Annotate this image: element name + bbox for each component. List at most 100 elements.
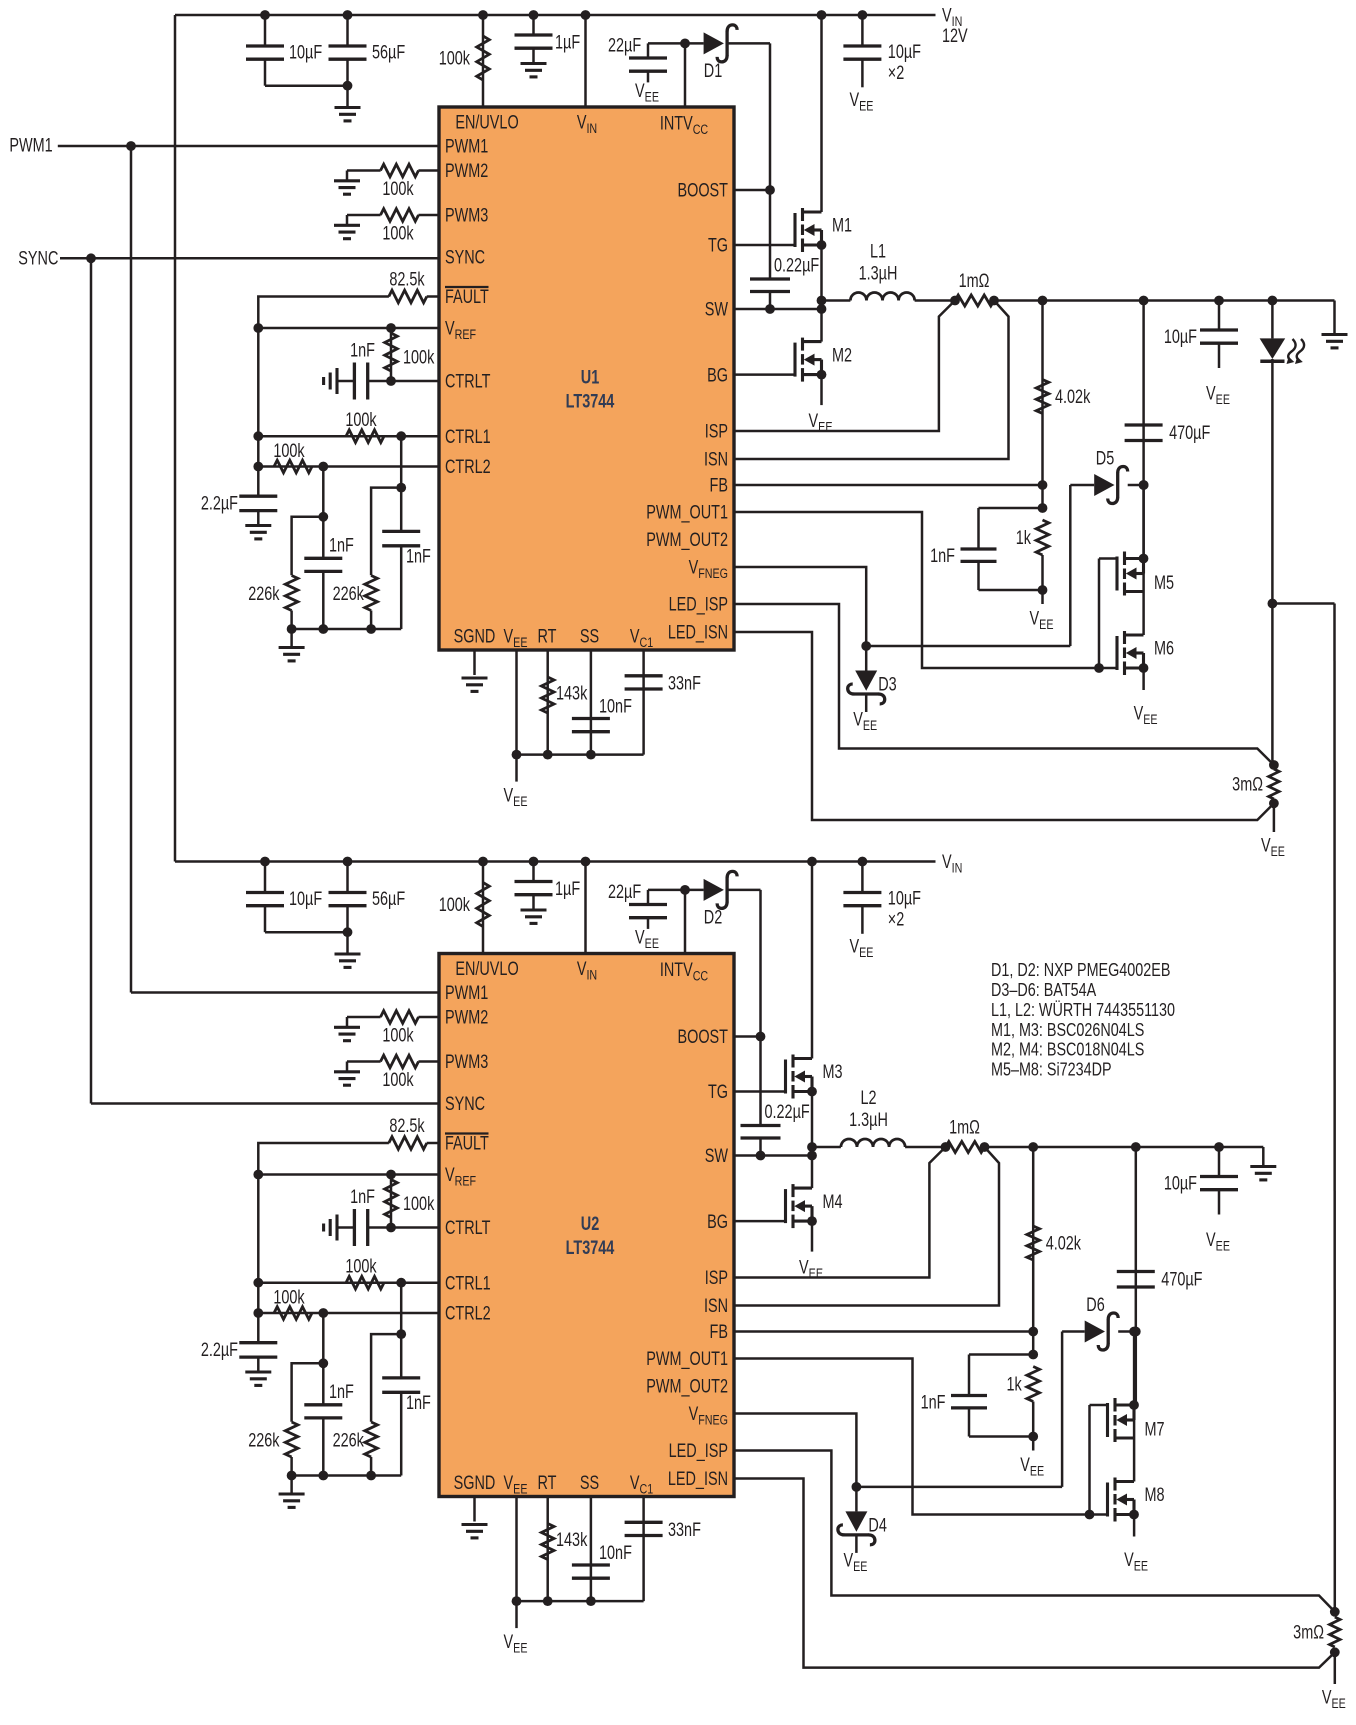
- svg-text:CTRLT: CTRLT: [445, 371, 490, 392]
- svg-text:100k: 100k: [439, 48, 471, 69]
- svg-text:U1: U1: [581, 367, 599, 388]
- svg-text:M1, M3: BSC026N04LS: M1, M3: BSC026N04LS: [991, 1020, 1144, 1040]
- svg-text:ISP: ISP: [705, 1267, 728, 1288]
- svg-text:82.5k: 82.5k: [389, 1115, 425, 1136]
- svg-text:1nF: 1nF: [329, 1381, 354, 1402]
- svg-text:D3: D3: [878, 674, 896, 695]
- svg-text:M5: M5: [1154, 572, 1174, 593]
- svg-text:SYNC: SYNC: [445, 247, 485, 268]
- svg-text:PWM_OUT2: PWM_OUT2: [646, 1376, 728, 1397]
- svg-text:10nF: 10nF: [599, 1542, 632, 1563]
- svg-text:CTRL1: CTRL1: [445, 1273, 491, 1294]
- svg-text:33nF: 33nF: [668, 1519, 701, 1540]
- svg-text:EN/UVLO: EN/UVLO: [455, 958, 518, 979]
- svg-text:1µF: 1µF: [555, 878, 580, 899]
- svg-text:82.5k: 82.5k: [389, 269, 425, 290]
- svg-text:100k: 100k: [382, 1025, 414, 1046]
- svg-text:M2, M4: BSC018N04LS: M2, M4: BSC018N04LS: [991, 1040, 1144, 1060]
- svg-text:226k: 226k: [248, 1430, 280, 1451]
- svg-text:EN/UVLO: EN/UVLO: [455, 112, 518, 133]
- svg-text:TG: TG: [708, 235, 728, 256]
- svg-text:10µF: 10µF: [289, 888, 322, 909]
- svg-text:470µF: 470µF: [1169, 422, 1210, 443]
- svg-text:100k: 100k: [273, 440, 305, 461]
- svg-text:143k: 143k: [556, 683, 588, 704]
- svg-text:470µF: 470µF: [1161, 1269, 1202, 1290]
- svg-text:10µF: 10µF: [888, 41, 921, 62]
- svg-text:TG: TG: [708, 1081, 728, 1102]
- svg-text:RT: RT: [538, 626, 557, 647]
- svg-text:1µF: 1µF: [555, 32, 580, 53]
- svg-text:100k: 100k: [345, 409, 377, 430]
- svg-text:PWM3: PWM3: [445, 1051, 488, 1072]
- svg-text:CTRL2: CTRL2: [445, 456, 491, 477]
- svg-text:2.2µF: 2.2µF: [201, 493, 238, 514]
- svg-text:BG: BG: [707, 364, 728, 385]
- svg-text:M2: M2: [832, 344, 852, 365]
- svg-text:226k: 226k: [333, 583, 365, 604]
- svg-text:BG: BG: [707, 1211, 728, 1232]
- svg-text:100k: 100k: [382, 1069, 414, 1090]
- svg-text:D5: D5: [1096, 448, 1114, 469]
- svg-text:143k: 143k: [556, 1529, 588, 1550]
- svg-text:1nF: 1nF: [350, 1186, 375, 1207]
- svg-text:3mΩ: 3mΩ: [1232, 774, 1263, 795]
- svg-text:BOOST: BOOST: [677, 1026, 728, 1047]
- svg-text:PWM2: PWM2: [445, 1007, 488, 1028]
- svg-text:D1: D1: [704, 60, 722, 81]
- svg-text:226k: 226k: [248, 583, 280, 604]
- svg-text:100k: 100k: [382, 223, 414, 244]
- svg-text:M6: M6: [1154, 638, 1174, 659]
- svg-text:L1: L1: [870, 241, 886, 262]
- svg-text:LED_ISP: LED_ISP: [669, 1440, 728, 1461]
- svg-text:FB: FB: [710, 1321, 728, 1342]
- svg-text:SS: SS: [580, 626, 599, 647]
- svg-text:100k: 100k: [382, 178, 414, 199]
- svg-text:×2: ×2: [888, 909, 904, 930]
- svg-text:LED_ISN: LED_ISN: [668, 622, 728, 643]
- svg-text:D2: D2: [704, 907, 722, 928]
- svg-text:CTRL1: CTRL1: [445, 426, 491, 447]
- svg-text:1nF: 1nF: [329, 535, 354, 556]
- svg-text:33nF: 33nF: [668, 673, 701, 694]
- svg-text:1nF: 1nF: [921, 1392, 946, 1413]
- svg-text:PWM_OUT1: PWM_OUT1: [646, 1348, 728, 1369]
- svg-text:3mΩ: 3mΩ: [1293, 1622, 1324, 1643]
- svg-text:226k: 226k: [333, 1430, 365, 1451]
- svg-text:CTRL2: CTRL2: [445, 1303, 491, 1324]
- svg-text:56µF: 56µF: [372, 888, 405, 909]
- svg-text:1.3µH: 1.3µH: [859, 263, 898, 284]
- svg-text:L2: L2: [860, 1087, 876, 1108]
- svg-text:FB: FB: [710, 475, 728, 496]
- svg-text:SYNC: SYNC: [18, 248, 58, 269]
- svg-text:1nF: 1nF: [930, 545, 955, 566]
- svg-text:SS: SS: [580, 1472, 599, 1493]
- svg-text:LT3744: LT3744: [566, 1237, 615, 1258]
- svg-text:22µF: 22µF: [608, 881, 641, 902]
- svg-text:PWM1: PWM1: [9, 135, 52, 156]
- svg-text:LED_ISP: LED_ISP: [669, 594, 728, 615]
- svg-text:M3: M3: [823, 1061, 843, 1082]
- svg-text:PWM3: PWM3: [445, 205, 488, 226]
- svg-text:2.2µF: 2.2µF: [201, 1339, 238, 1360]
- svg-text:D3–D6: BAT54A: D3–D6: BAT54A: [991, 980, 1096, 1000]
- svg-text:0.22µF: 0.22µF: [765, 1101, 810, 1122]
- svg-text:M5–M8: Si7234DP: M5–M8: Si7234DP: [991, 1060, 1112, 1080]
- svg-text:CTRLT: CTRLT: [445, 1217, 490, 1238]
- svg-text:1nF: 1nF: [406, 1392, 431, 1413]
- svg-text:PWM_OUT1: PWM_OUT1: [646, 502, 728, 523]
- svg-text:RT: RT: [538, 1472, 557, 1493]
- svg-text:SGND: SGND: [454, 626, 496, 647]
- svg-text:1nF: 1nF: [406, 546, 431, 567]
- svg-text:L1, L2: WÜRTH 7443551130: L1, L2: WÜRTH 7443551130: [991, 1000, 1175, 1020]
- svg-text:U2: U2: [581, 1213, 599, 1234]
- svg-text:100k: 100k: [403, 1193, 435, 1214]
- svg-text:D1, D2: NXP PMEG4002EB: D1, D2: NXP PMEG4002EB: [991, 961, 1170, 981]
- svg-text:10µF: 10µF: [1164, 1173, 1197, 1194]
- svg-text:10µF: 10µF: [289, 42, 322, 63]
- svg-text:SYNC: SYNC: [445, 1093, 485, 1114]
- svg-text:22µF: 22µF: [608, 35, 641, 56]
- svg-text:SW: SW: [705, 1145, 728, 1166]
- svg-text:10µF: 10µF: [888, 888, 921, 909]
- svg-text:LT3744: LT3744: [566, 391, 615, 412]
